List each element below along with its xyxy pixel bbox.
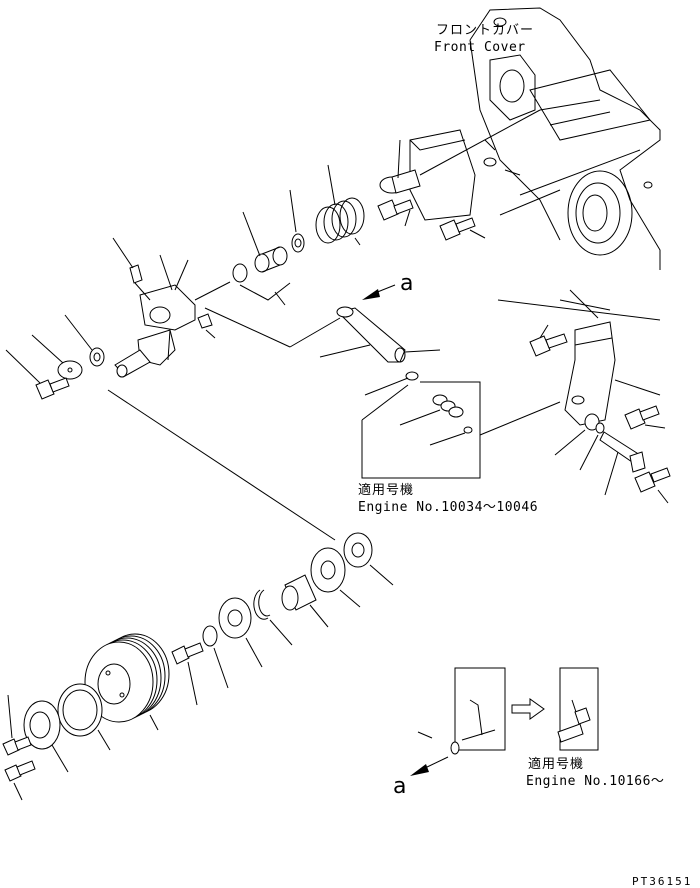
applicable-label-1: 適用号機 bbox=[358, 483, 415, 498]
bolt-pulley bbox=[171, 642, 204, 706]
front-cover-label-jp: フロントカバー bbox=[436, 23, 535, 38]
collar-1 bbox=[289, 189, 305, 253]
arrow-left-icon bbox=[362, 284, 396, 300]
bolt-upper-1 bbox=[377, 199, 414, 227]
engine-range-2: Engine No.10166～ bbox=[526, 774, 665, 789]
engine-range-1: Engine No.10034～10046 bbox=[358, 500, 539, 515]
tensioner-bracket-upper bbox=[379, 109, 541, 221]
front-cover-label-en: Front Cover bbox=[434, 40, 526, 55]
washer-bottom-a bbox=[417, 731, 460, 755]
cover-cap bbox=[23, 700, 69, 773]
pulley bbox=[84, 633, 170, 731]
plate-washer bbox=[202, 625, 229, 689]
arrow-right-icon bbox=[511, 698, 545, 720]
variant-box-2 bbox=[454, 667, 599, 751]
snap-ring bbox=[253, 589, 293, 646]
bushing-pair bbox=[232, 211, 291, 306]
tensioner-bracket-lower bbox=[497, 289, 661, 426]
applicable-label-2: 適用号機 bbox=[528, 757, 585, 772]
adjust-rod bbox=[289, 306, 441, 363]
washer-left bbox=[64, 314, 105, 367]
arrow-left-icon bbox=[410, 756, 449, 776]
spacer-sleeve bbox=[281, 574, 329, 628]
bolt-lower-right-1 bbox=[529, 324, 568, 357]
gasket bbox=[57, 683, 111, 751]
bearing-outer bbox=[343, 532, 394, 586]
variant-box-1 bbox=[361, 371, 561, 479]
front-cover-housing bbox=[469, 7, 661, 270]
bolt-left bbox=[5, 349, 70, 400]
bolt-lower-right-2 bbox=[624, 405, 666, 430]
reference-a-top: a bbox=[400, 271, 414, 296]
bearing-inner bbox=[310, 547, 361, 608]
washer-lower-right bbox=[554, 413, 605, 471]
assembly-leader bbox=[107, 389, 336, 541]
tension-arm bbox=[112, 237, 291, 378]
bolt-cover-2 bbox=[4, 760, 36, 801]
bolt-lower-right-3 bbox=[634, 467, 671, 504]
plate-left bbox=[31, 334, 83, 380]
drawing-code: PT36151 bbox=[632, 875, 693, 888]
bearing-pulley-side bbox=[218, 597, 263, 668]
reference-a-bottom: a bbox=[393, 774, 407, 799]
bolt-upper-2 bbox=[439, 217, 486, 241]
long-bolt-lower-right bbox=[599, 431, 646, 496]
spring bbox=[315, 164, 365, 246]
bolt-cover-1 bbox=[2, 694, 32, 756]
